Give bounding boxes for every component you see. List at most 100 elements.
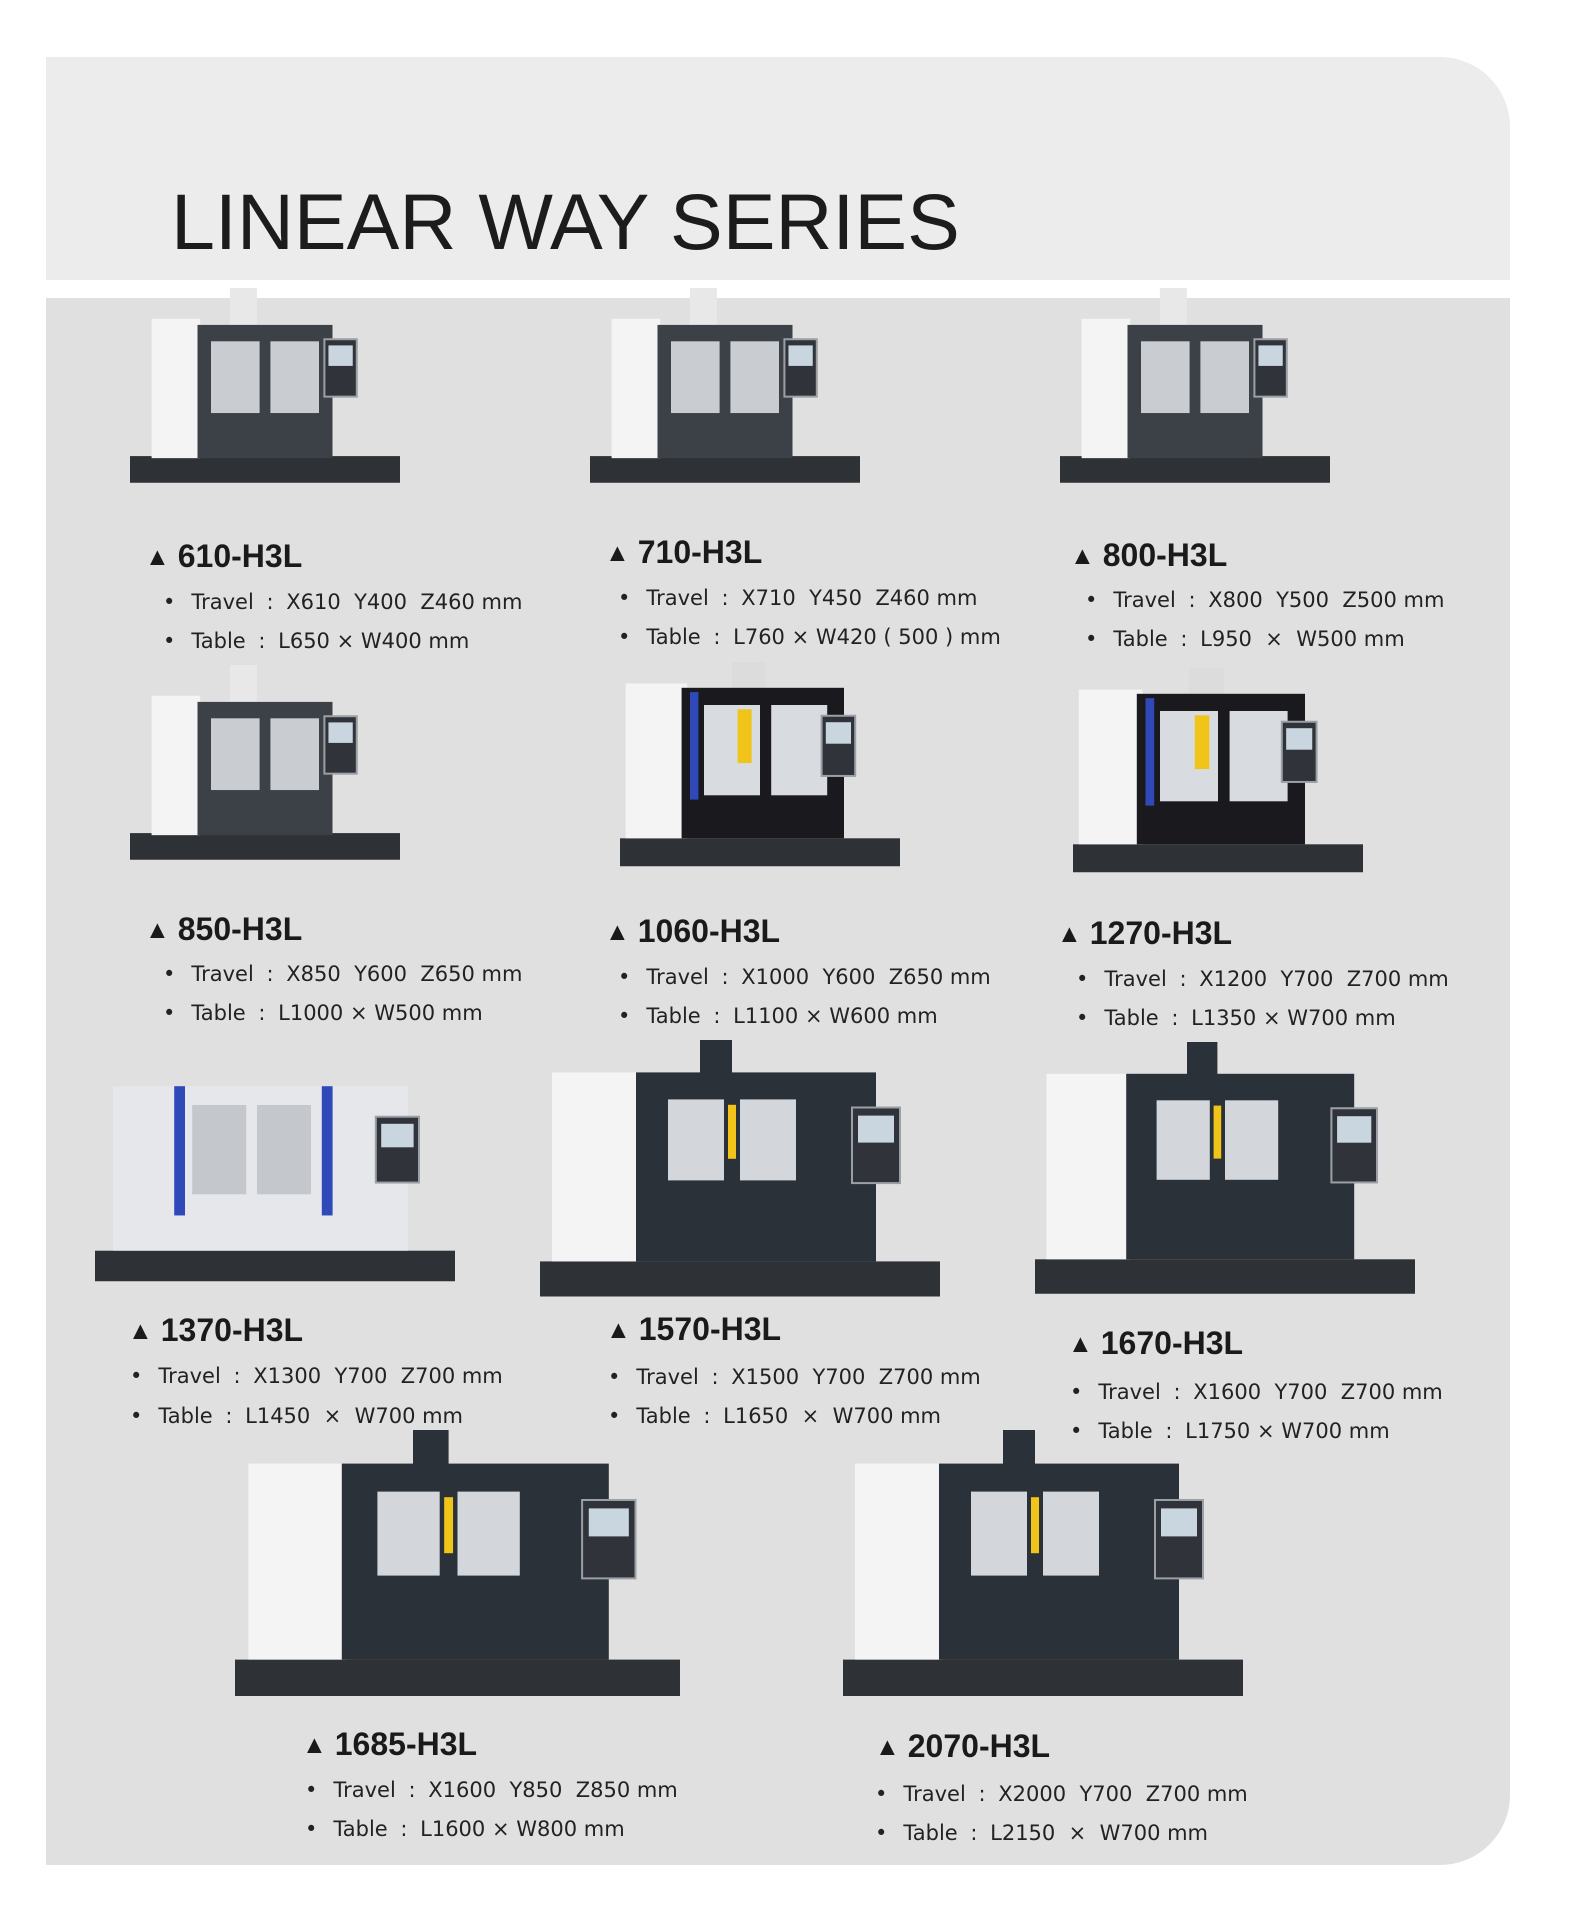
machine-image (540, 1040, 940, 1297)
machine-image (95, 1086, 455, 1282)
bullet-icon: • (305, 1778, 318, 1802)
spec-label: Travel (646, 965, 709, 989)
bullet-icon: • (1085, 627, 1098, 651)
machine-window-left (211, 718, 260, 791)
triangle-icon: ▲ (1057, 920, 1082, 948)
model-name: 1670-H3L (1100, 1325, 1244, 1361)
machine-side-panel (1078, 689, 1143, 845)
bullet-icon: • (618, 625, 631, 649)
spec-travel: •Travel : X1300 Y700 Z700 mm (130, 1366, 503, 1387)
model-title: ▲1060-H3L (605, 915, 780, 947)
machine-base (843, 1659, 1243, 1696)
spec-separator: : (706, 1004, 728, 1028)
spec-table: •Table : L1750 × W700 mm (1070, 1421, 1390, 1442)
machine-window-left (971, 1491, 1027, 1576)
machine-spindle (1213, 1105, 1222, 1159)
spec-value: L1600 × W800 mm (420, 1817, 625, 1841)
spec-separator: : (259, 962, 281, 986)
spec-value: L760 × W420 ( 500 ) mm (733, 625, 1001, 649)
bullet-icon: • (618, 965, 631, 989)
model-title: ▲710-H3L (605, 536, 762, 568)
bullet-icon: • (163, 1001, 176, 1025)
machine-image (590, 288, 860, 483)
spec-value: L1350 × W700 mm (1191, 1006, 1396, 1030)
triangle-icon: ▲ (875, 1733, 900, 1761)
model-name: 1370-H3L (160, 1312, 304, 1348)
machine-window-left (211, 341, 260, 414)
machine-window-left (1156, 1100, 1210, 1180)
bullet-icon: • (130, 1364, 143, 1388)
spec-value: L1000 × W500 mm (278, 1001, 483, 1025)
bullet-icon: • (130, 1404, 143, 1428)
model-title: ▲2070-H3L (875, 1730, 1050, 1762)
header-divider (46, 280, 1510, 298)
machine-window-right (270, 341, 319, 414)
machine-base (1060, 456, 1330, 483)
machine-accent-strip (174, 1086, 185, 1216)
spec-value: X710 Y450 Z460 mm (741, 586, 978, 610)
model-name: 610-H3L (177, 538, 303, 574)
machine-window-right (1229, 711, 1288, 802)
control-screen (1286, 728, 1313, 750)
spec-separator: : (226, 1364, 248, 1388)
spec-value: X850 Y600 Z650 mm (286, 962, 523, 986)
spec-value: L1750 × W700 mm (1185, 1419, 1390, 1443)
spec-separator: : (1164, 1006, 1186, 1030)
spec-travel: •Travel : X1600 Y850 Z850 mm (305, 1780, 678, 1801)
model-title: ▲1370-H3L (128, 1314, 303, 1346)
spec-value: X1200 Y700 Z700 mm (1199, 967, 1449, 991)
spec-label: Table (636, 1404, 691, 1428)
machine-accent-strip (690, 692, 699, 800)
machine-window-right (257, 1105, 311, 1195)
spec-label: Travel (191, 590, 254, 614)
machine-base (540, 1261, 940, 1297)
spec-table: •Table : L650 × W400 mm (163, 631, 469, 652)
spec-value: L2150 × W700 mm (990, 1821, 1209, 1845)
machine-side-panel (1081, 318, 1131, 459)
machine-window-right (730, 341, 779, 414)
machine-window-left (1160, 711, 1218, 802)
spec-separator: : (971, 1782, 993, 1806)
machine-image (235, 1430, 680, 1696)
bullet-icon: • (305, 1817, 318, 1841)
machine-base (95, 1250, 455, 1282)
spec-travel: •Travel : X1200 Y700 Z700 mm (1076, 969, 1449, 990)
spec-separator: : (963, 1821, 985, 1845)
triangle-icon: ▲ (128, 1317, 153, 1345)
machine-base (1035, 1259, 1415, 1294)
spec-travel: •Travel : X1500 Y700 Z700 mm (608, 1367, 981, 1388)
control-screen (858, 1115, 894, 1143)
bullet-icon: • (618, 1004, 631, 1028)
spec-value: L1100 × W600 mm (733, 1004, 938, 1028)
model-name: 1685-H3L (334, 1726, 478, 1762)
machine-spindle (1194, 715, 1210, 770)
spec-separator: : (714, 586, 736, 610)
model-title: ▲610-H3L (145, 540, 302, 572)
spec-table: •Table : L760 × W420 ( 500 ) mm (618, 627, 1001, 648)
machine-image (130, 288, 400, 483)
spec-label: Travel (1098, 1380, 1161, 1404)
spec-value: L1650 × W700 mm (723, 1404, 942, 1428)
machine-window-right (740, 1099, 796, 1181)
triangle-icon: ▲ (302, 1731, 327, 1759)
spec-separator: : (1173, 627, 1195, 651)
triangle-icon: ▲ (605, 539, 630, 567)
machine-image (1060, 288, 1330, 483)
spec-label: Table (158, 1404, 213, 1428)
model-title: ▲1670-H3L (1068, 1327, 1243, 1359)
control-screen (328, 722, 353, 743)
machine-image (843, 1430, 1243, 1696)
bullet-icon: • (1076, 967, 1089, 991)
bullet-icon: • (875, 1782, 888, 1806)
spec-table: •Table : L2150 × W700 mm (875, 1823, 1208, 1844)
spec-label: Table (1113, 627, 1168, 651)
bullet-icon: • (618, 586, 631, 610)
triangle-icon: ▲ (605, 918, 630, 946)
spec-label: Travel (1113, 588, 1176, 612)
spec-label: Table (333, 1817, 388, 1841)
machine-side-panel (611, 318, 661, 459)
triangle-icon: ▲ (145, 543, 170, 571)
model-name: 710-H3L (637, 534, 763, 570)
machine-spindle (1031, 1497, 1039, 1554)
spec-value: L950 × W500 mm (1200, 627, 1405, 651)
